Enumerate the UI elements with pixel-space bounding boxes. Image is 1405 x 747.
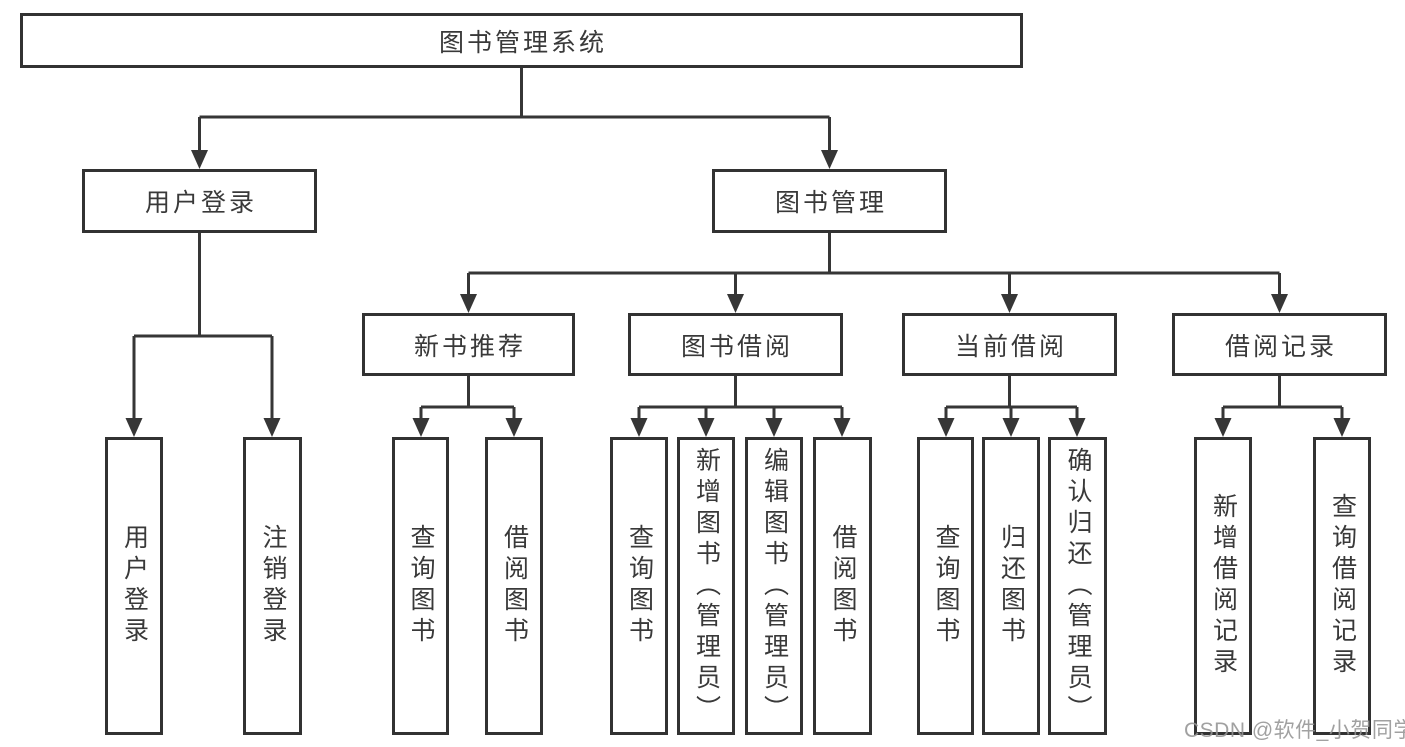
leaf-add-books-admin: 新增图书（管理员） <box>677 437 735 735</box>
connector-user-login-children <box>132 233 274 424</box>
node-book-borrow: 图书借阅 <box>628 313 843 376</box>
node-new-book-recommend: 新书推荐 <box>362 313 575 376</box>
leaf-return-books: 归还图书 <box>982 437 1040 735</box>
node-user-login: 用户登录 <box>82 169 317 233</box>
connector-root-to-level2 <box>198 68 831 155</box>
node-current-borrow: 当前借阅 <box>902 313 1117 376</box>
leaf-query-books-recommend: 查询图书 <box>392 437 449 735</box>
csdn-watermark: CSDN @软件_小贺同学 <box>1184 719 1405 742</box>
leaf-edit-books-admin: 编辑图书（管理员） <box>745 437 803 735</box>
node-library-management-system: 图书管理系统 <box>20 13 1023 68</box>
leaf-query-borrow-record: 查询借阅记录 <box>1313 437 1371 735</box>
node-book-management: 图书管理 <box>712 169 947 233</box>
connector-current-borrow-children <box>944 376 1079 424</box>
leaf-add-borrow-record: 新增借阅记录 <box>1194 437 1252 735</box>
connector-book-management-children <box>467 233 1281 300</box>
leaf-query-books-current: 查询图书 <box>917 437 974 735</box>
leaf-query-books-borrow: 查询图书 <box>610 437 668 735</box>
connector-book-borrow-children <box>637 376 844 424</box>
leaf-user-login: 用户登录 <box>105 437 163 735</box>
node-borrow-records: 借阅记录 <box>1172 313 1387 376</box>
leaf-borrow-books: 借阅图书 <box>813 437 872 735</box>
leaf-borrow-books-recommend: 借阅图书 <box>485 437 543 735</box>
leaf-confirm-return-admin: 确认归还（管理员） <box>1048 437 1107 735</box>
connector-borrow-records-children <box>1221 376 1344 424</box>
connector-new-book-children <box>419 376 516 424</box>
leaf-logout: 注销登录 <box>243 437 302 735</box>
